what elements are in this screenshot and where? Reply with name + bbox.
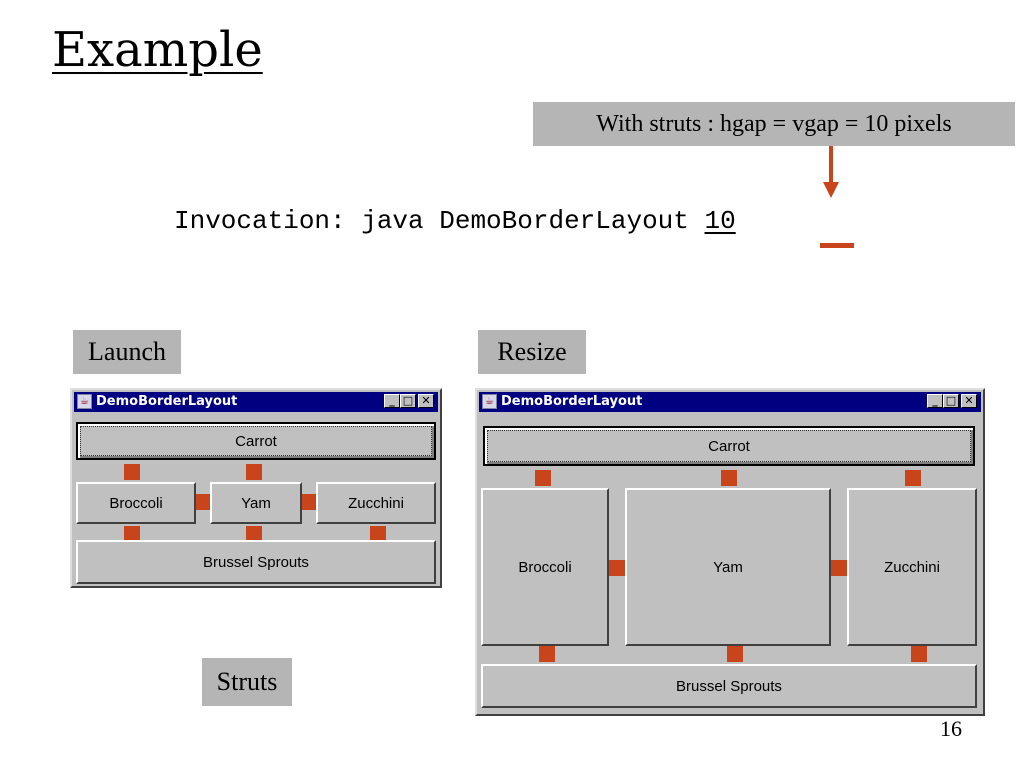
north-button-carrot[interactable]: Carrot (483, 426, 975, 466)
page-number: 16 (940, 716, 962, 741)
west-button-broccoli[interactable]: Broccoli (481, 488, 609, 646)
vgap-strut (124, 464, 140, 480)
argument-highlight-bar (820, 243, 854, 248)
east-button-zucchini[interactable]: Zucchini (847, 488, 977, 646)
east-button-label: Zucchini (884, 558, 940, 576)
north-button-label: Carrot (708, 437, 750, 455)
south-button-brussel-sprouts[interactable]: Brussel Sprouts (76, 540, 436, 584)
minimize-button[interactable]: _ (384, 394, 400, 408)
south-button-label: Brussel Sprouts (203, 553, 309, 571)
vgap-strut (911, 646, 927, 662)
center-button-label: Yam (713, 558, 743, 576)
vgap-strut (905, 470, 921, 486)
center-button-label: Yam (241, 494, 271, 512)
resize-window: ☕ DemoBorderLayout _ □ ✕ Carrot Broccoli… (475, 388, 985, 716)
struts-callout: With struts : hgap = vgap = 10 pixels (533, 102, 1015, 146)
east-button-label: Zucchini (348, 494, 404, 512)
maximize-button[interactable]: □ (400, 394, 416, 408)
vgap-strut (124, 526, 140, 540)
close-button[interactable]: ✕ (418, 394, 434, 408)
north-button-carrot[interactable]: Carrot (76, 422, 436, 460)
vgap-strut (539, 646, 555, 662)
launch-label: Launch (73, 330, 181, 374)
launch-window: ☕ DemoBorderLayout _ □ ✕ Carrot Broccoli… (70, 388, 442, 588)
vgap-strut (727, 646, 743, 662)
arrow-shaft (829, 146, 833, 184)
minimize-button[interactable]: _ (927, 394, 943, 408)
invocation-command: Invocation: java DemoBorderLayout 10 (174, 206, 736, 236)
vgap-strut (246, 464, 262, 480)
center-button-yam[interactable]: Yam (625, 488, 831, 646)
invocation-argument: 10 (704, 206, 736, 236)
south-button-label: Brussel Sprouts (676, 677, 782, 695)
vgap-strut (246, 526, 262, 540)
vgap-strut (370, 526, 386, 540)
invocation-prefix: Invocation: java DemoBorderLayout (174, 206, 705, 236)
maximize-button[interactable]: □ (943, 394, 959, 408)
west-button-label: Broccoli (109, 494, 163, 512)
close-button[interactable]: ✕ (961, 394, 977, 408)
hgap-strut (609, 560, 625, 576)
hgap-strut (196, 494, 210, 510)
struts-label: Struts (202, 658, 292, 706)
north-button-label: Carrot (235, 432, 277, 450)
resize-label: Resize (478, 330, 586, 374)
vgap-strut (535, 470, 551, 486)
west-button-broccoli[interactable]: Broccoli (76, 482, 196, 524)
west-button-label: Broccoli (518, 558, 572, 576)
arrow-down-icon (823, 182, 839, 198)
launch-window-title: DemoBorderLayout (96, 394, 238, 409)
resize-window-titlebar[interactable]: ☕ DemoBorderLayout _ □ ✕ (479, 392, 981, 412)
vgap-strut (721, 470, 737, 486)
java-cup-icon: ☕ (482, 394, 497, 409)
slide-title: Example (52, 22, 263, 78)
hgap-strut (831, 560, 847, 576)
center-button-yam[interactable]: Yam (210, 482, 302, 524)
south-button-brussel-sprouts[interactable]: Brussel Sprouts (481, 664, 977, 708)
east-button-zucchini[interactable]: Zucchini (316, 482, 436, 524)
resize-window-title: DemoBorderLayout (501, 394, 643, 409)
hgap-strut (302, 494, 316, 510)
launch-window-titlebar[interactable]: ☕ DemoBorderLayout _ □ ✕ (74, 392, 438, 412)
java-cup-icon: ☕ (77, 394, 92, 409)
